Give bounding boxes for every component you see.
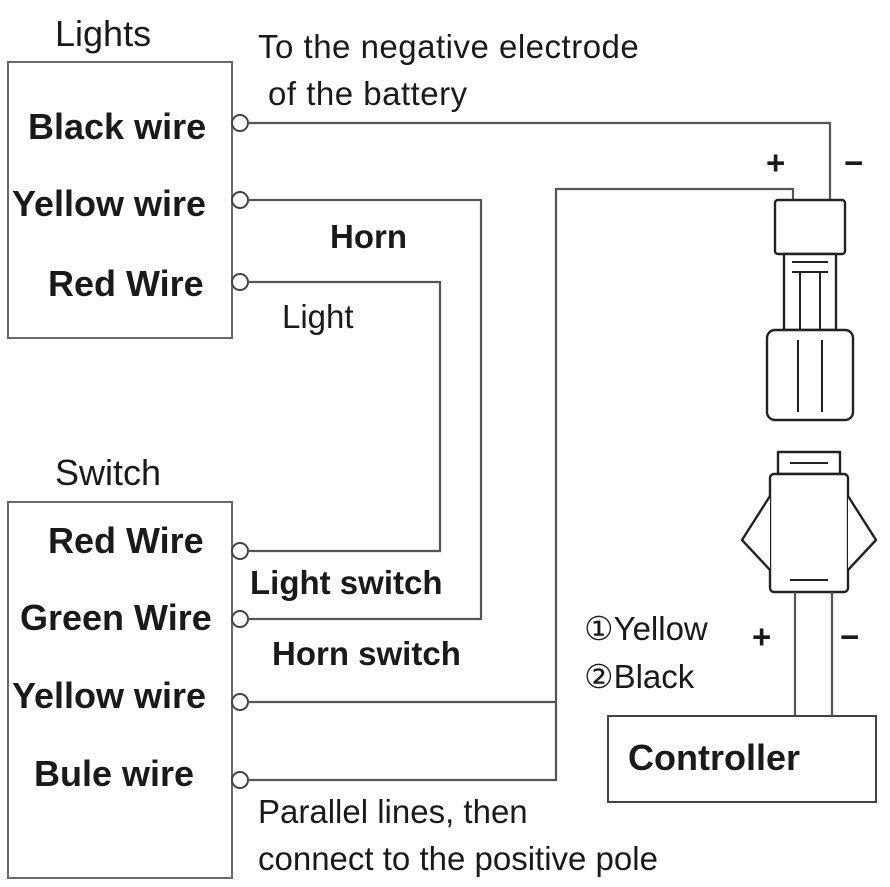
switch-title: Switch [55, 452, 161, 493]
light-label: Light [282, 298, 354, 335]
pin2-black-label: ②Black [584, 658, 695, 695]
switch-red-wire-label: Red Wire [48, 520, 204, 561]
wire-lights-black-to-negative [249, 121, 832, 200]
wire-switch-blue-to-positive [249, 187, 795, 782]
switch-blue-wire-label: Bule wire [34, 753, 194, 794]
switch-green-wire-label: Green Wire [20, 597, 212, 638]
negative-electrode-label-line2: of the battery [268, 75, 468, 112]
switch-terminal-red [231, 542, 249, 560]
lower-plus-sign: + [752, 618, 771, 655]
wire-horn [249, 198, 483, 621]
switch-terminal-yellow [231, 693, 249, 711]
parallel-lines-label-line1: Parallel lines, then [258, 793, 528, 830]
negative-electrode-label-line1: To the negative electrode [258, 28, 639, 65]
lights-yellow-wire-label: Yellow wire [12, 183, 206, 224]
controller-label: Controller [628, 737, 800, 778]
upper-plus-sign: + [766, 144, 785, 181]
pin1-yellow-label: ①Yellow [584, 610, 708, 647]
lights-red-wire-label: Red Wire [48, 263, 204, 304]
light-switch-label: Light switch [250, 564, 443, 601]
lights-black-wire-label: Black wire [28, 106, 206, 147]
upper-minus-sign: − [844, 144, 863, 181]
upper-connector [765, 198, 855, 422]
parallel-lines-label-line2: connect to the positive pole [258, 840, 658, 877]
horn-label: Horn [330, 218, 407, 255]
wire-light [249, 280, 442, 553]
lights-box [7, 61, 233, 339]
switch-terminal-blue [231, 771, 249, 789]
lights-terminal-black [231, 114, 249, 132]
horn-switch-label: Horn switch [272, 635, 461, 672]
lower-minus-sign: − [840, 618, 859, 655]
switch-box [7, 501, 233, 879]
controller-box [607, 715, 877, 803]
lights-terminal-red [231, 273, 249, 291]
lights-terminal-yellow [231, 191, 249, 209]
lights-title: Lights [55, 13, 151, 54]
switch-terminal-green [231, 610, 249, 628]
lower-connector [740, 450, 878, 716]
switch-yellow-wire-label: Yellow wire [12, 675, 206, 716]
